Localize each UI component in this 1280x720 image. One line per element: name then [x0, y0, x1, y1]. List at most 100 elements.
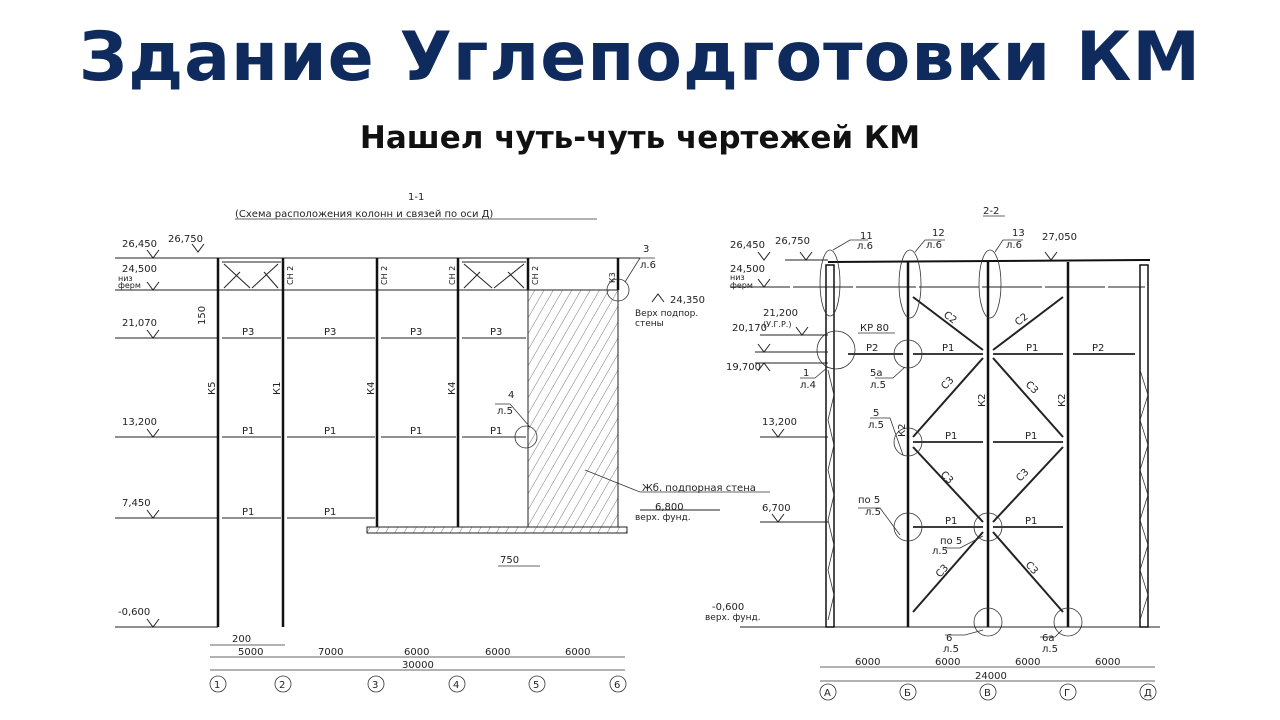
drawing-label: С2	[1013, 312, 1030, 329]
drawing-label: л.5	[943, 644, 959, 655]
drawing-label: 30000	[402, 660, 434, 671]
drawing-line	[893, 427, 923, 457]
drawing-label: ферм	[118, 281, 141, 290]
drawing-label: Г	[1064, 688, 1070, 699]
drawing-label: 6000	[935, 657, 960, 668]
drawing-label: С3	[938, 469, 955, 486]
drawing-label: л.6	[857, 241, 873, 252]
drawing-label: Р2	[866, 343, 878, 354]
drawing-line	[848, 353, 1135, 528]
drawing-label: 26,450	[122, 239, 157, 250]
drawing-label: Р1	[1026, 343, 1038, 354]
drawing-label: Р3	[242, 327, 254, 338]
drawing-label: Р1	[324, 507, 336, 518]
drawing-line	[222, 261, 281, 291]
drawing-label: 21,070	[122, 318, 157, 329]
drawing-label: Р1	[242, 507, 254, 518]
drawing-label: Р1	[490, 426, 502, 437]
drawing-label: Р1	[942, 343, 954, 354]
drawing-label: 5	[533, 680, 539, 691]
drawing-line	[584, 469, 770, 493]
drawing-label: С3	[934, 563, 951, 580]
drawing-label: Верх подпор.	[635, 309, 698, 319]
drawing-label: л.6	[1006, 240, 1022, 251]
drawing-line	[757, 251, 1058, 523]
drawing-label: А	[824, 688, 831, 699]
drawing-label: Д	[1144, 688, 1152, 699]
drawing-label: К2	[897, 424, 908, 437]
drawing-label: Р1	[1025, 516, 1037, 527]
drawing-label: 26,750	[775, 236, 810, 247]
drawing-label: л.6	[640, 260, 656, 271]
drawing-label: низ	[730, 273, 745, 282]
drawing-label: К5	[207, 382, 218, 395]
drawing-label: Р2	[1092, 343, 1104, 354]
drawing-label: Жб. подпорная стена	[642, 483, 756, 494]
drawing-label: 2	[279, 680, 285, 691]
drawing-label: 6000	[1095, 657, 1120, 668]
drawing-label: К3	[608, 272, 617, 283]
level-markers: 26,450 26,750 24,500 низ ферм 21,200 (У.…	[705, 232, 1077, 623]
drawing-line	[1139, 369, 1149, 621]
drawing-label: 20,170	[732, 323, 767, 334]
drawing-label: 13,200	[762, 417, 797, 428]
drawing-line	[209, 675, 227, 693]
drawing-label: по 5	[858, 495, 880, 506]
drawing-label: 6000	[855, 657, 880, 668]
drawing-label: Р3	[410, 327, 422, 338]
drawing-label: 3	[372, 680, 378, 691]
drawing-label: 7000	[318, 647, 343, 658]
drawing-label: стены	[635, 319, 664, 329]
drawing-label: -0,600	[712, 602, 744, 613]
drawing-line	[979, 683, 997, 701]
drawing-label: С3	[1014, 467, 1031, 484]
drawing-label: В	[984, 688, 991, 699]
drawing-label: 6000	[404, 647, 429, 658]
callouts: 11 л.6 12 л.6 13 л.6 1 л.4 5а л.5 5 л.5 …	[800, 228, 1063, 655]
axis-bubbles: 1 2 3 4 5 6	[209, 675, 627, 693]
drawing-line	[827, 369, 835, 621]
drawing-label: 4	[508, 390, 514, 401]
drawing-label: Р1	[1025, 431, 1037, 442]
drawing-label: Р1	[945, 431, 957, 442]
drawing-label: 19,700	[726, 362, 761, 373]
drawing-line	[973, 607, 1003, 637]
drawing-line	[819, 683, 837, 701]
drawing-line	[606, 278, 630, 302]
drawing-label: СН 2	[286, 266, 295, 285]
drawing-line	[222, 337, 526, 519]
drawing-label: 24,350	[670, 295, 705, 306]
drawing-line	[528, 675, 546, 693]
drawing-label: 150	[197, 306, 208, 325]
drawing-line	[1139, 683, 1157, 701]
drawing-label: 21,200	[763, 308, 798, 319]
drawing-label: л.4	[800, 380, 816, 391]
drawing-label: 200	[232, 634, 251, 645]
drawing-label: 6,700	[762, 503, 791, 514]
drawing-line	[816, 330, 856, 370]
drawing-label: 5000	[238, 647, 263, 658]
drawing-line	[609, 675, 627, 693]
drawing-label: Б	[904, 688, 911, 699]
slide-title: Здание Углеподготовки КМ	[78, 18, 1202, 97]
drawing-line	[973, 512, 1003, 542]
drawing-line	[1059, 683, 1077, 701]
section-label: 1-1	[408, 192, 424, 203]
drawing-line	[898, 249, 922, 319]
drawing-label: 6000	[485, 647, 510, 658]
drawing-label: 7,450	[122, 498, 151, 509]
drawing-label: 5а	[870, 368, 883, 379]
drawing-line	[912, 296, 1064, 613]
drawing-label: К2	[1057, 394, 1068, 407]
drawing-label: л.5	[868, 420, 884, 431]
drawing-label: л.5	[932, 546, 948, 557]
drawing-label: ферм	[730, 281, 753, 290]
section-caption: (Схема расположения колонн и связей по о…	[235, 209, 493, 220]
drawing-label: верх. фунд.	[705, 613, 761, 623]
retaining-wall	[527, 289, 619, 528]
drawing-label: 1	[803, 368, 809, 379]
drawing-label: К2	[977, 394, 988, 407]
drawing-label: 24,500	[730, 264, 765, 275]
drawing-line	[827, 259, 1151, 263]
drawing-label: 6000	[565, 647, 590, 658]
